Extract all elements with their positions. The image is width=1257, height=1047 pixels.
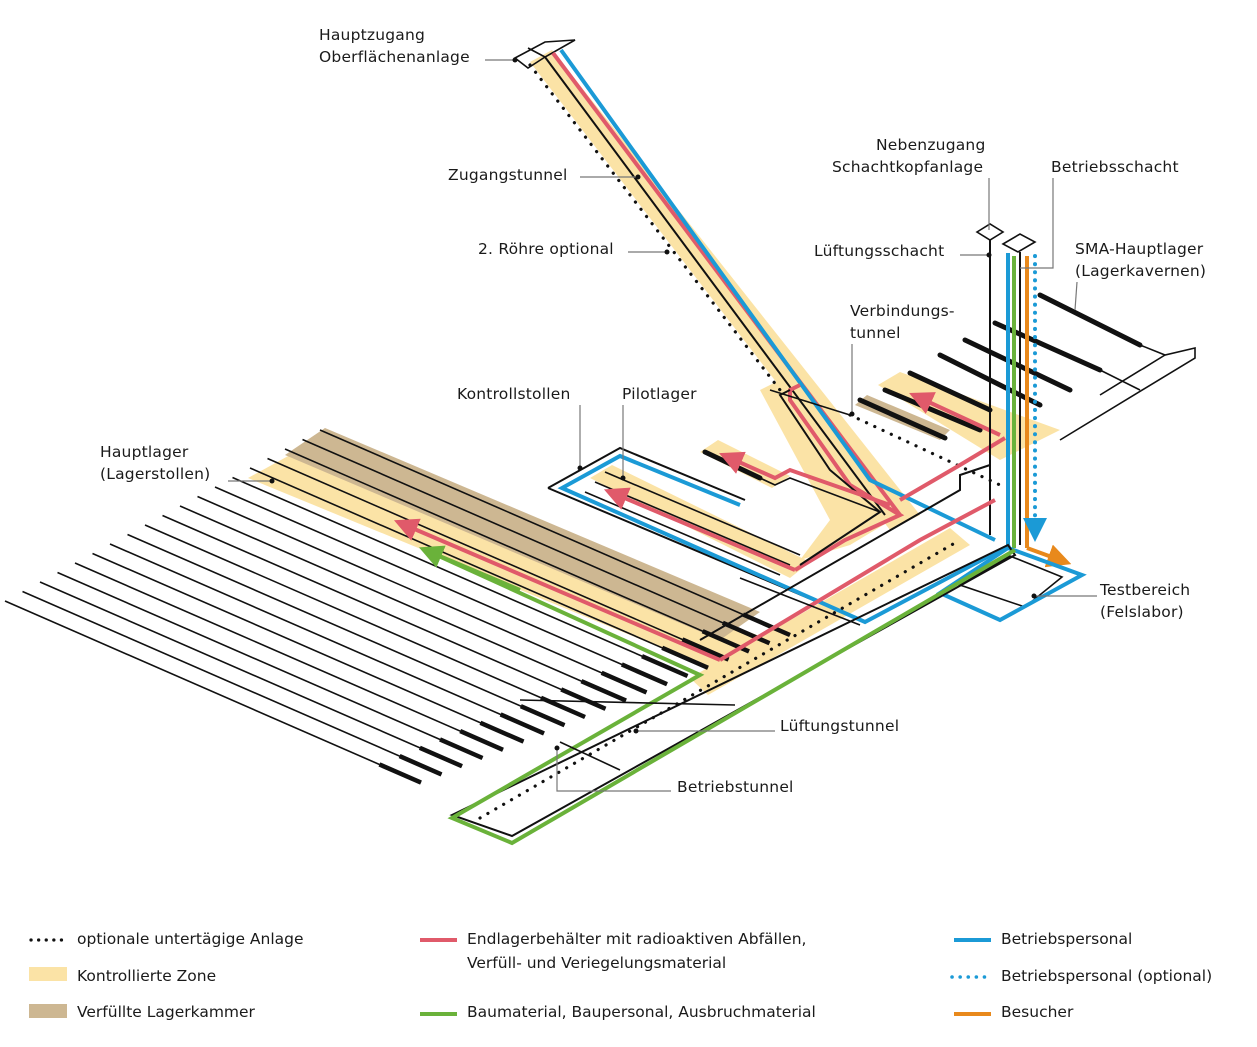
storage-gallery-end — [721, 620, 771, 646]
legend-item-personnel-optional: Betriebspersonal (optional) — [950, 967, 1212, 985]
svg-text:Betriebspersonal: Betriebspersonal — [1001, 930, 1132, 948]
label-hauptlager-1: Hauptlager — [100, 443, 189, 461]
label-hauptlager-2: (Lagerstollen) — [100, 465, 210, 483]
control-gallery — [547, 446, 746, 501]
svg-text:Betriebspersonal (optional): Betriebspersonal (optional) — [1001, 967, 1212, 985]
label-sma-1: SMA-Hauptlager — [1075, 240, 1204, 258]
tan-swatch-icon — [29, 1004, 67, 1018]
storage-gallery-end — [580, 679, 627, 703]
svg-text:Verfüllte Lagerkammer: Verfüllte Lagerkammer — [77, 1003, 256, 1021]
storage-gallery-end — [378, 762, 422, 785]
storage-gallery-line — [319, 429, 791, 636]
storage-gallery-line — [22, 590, 442, 776]
legend-item-controlled-zone: Kontrollierte Zone — [29, 967, 216, 985]
storage-gallery-line — [179, 505, 627, 702]
storage-gallery-line — [4, 600, 422, 784]
zone-connection-band — [690, 528, 970, 695]
label-betriebsschacht: Betriebsschacht — [1051, 158, 1179, 176]
storage-gallery-end — [519, 704, 566, 728]
legend-item-personnel: Betriebspersonal — [954, 930, 1132, 948]
svg-text:Endlagerbehälter mit radioakti: Endlagerbehälter mit radioaktiven Abfäll… — [467, 930, 806, 948]
storage-gallery-end — [600, 670, 648, 695]
label-kontrollstollen: Kontrollstollen — [457, 385, 571, 403]
storage-gallery-end — [398, 754, 443, 777]
legend-item-filled-chamber: Verfüllte Lagerkammer — [29, 1003, 256, 1021]
legend: optionale untertägige Anlage Kontrollier… — [29, 930, 1212, 1021]
construction-route — [429, 548, 1017, 846]
storage-gallery-end — [560, 687, 607, 711]
label-lueftungstunnel: Lüftungstunnel — [780, 717, 899, 735]
storage-gallery-line — [57, 571, 483, 759]
storage-gallery-end — [742, 612, 791, 638]
label-verbindung-2: tunnel — [850, 324, 901, 342]
label-hauptzugang-2: Oberflächenanlage — [319, 48, 470, 66]
storage-gallery-end — [479, 720, 525, 744]
svg-text:Baumaterial, Baupersonal, Ausb: Baumaterial, Baupersonal, Ausbruchmateri… — [467, 1003, 816, 1021]
legend-item-waste: Endlagerbehälter mit radioaktiven Abfäll… — [420, 930, 806, 972]
label-roehre: 2. Röhre optional — [478, 240, 614, 258]
legend-item-visitors: Besucher — [954, 1003, 1074, 1021]
connection-tunnel-optional — [848, 413, 1002, 487]
storage-gallery-line — [284, 448, 750, 653]
storage-gallery-line — [232, 476, 688, 677]
second-tube-optional — [528, 63, 782, 392]
surface-facility-box — [513, 39, 576, 69]
storage-gallery-line — [39, 581, 463, 767]
personnel-route-control — [557, 453, 1011, 625]
legend-item-construction: Baumaterial, Baupersonal, Ausbruchmateri… — [420, 1003, 816, 1021]
storage-gallery-end — [499, 712, 545, 736]
storage-gallery-line — [302, 438, 770, 644]
main-repository-tunnels — [4, 429, 791, 785]
operation-tunnel-outline — [449, 543, 1017, 838]
storage-gallery-line — [249, 467, 709, 669]
storage-gallery-end — [681, 637, 730, 662]
legend-item-optional: optionale untertägige Anlage — [29, 930, 304, 948]
storage-gallery-line — [162, 514, 606, 710]
storage-gallery-end — [641, 654, 689, 679]
label-zugangstunnel: Zugangstunnel — [448, 166, 568, 184]
access-tunnel-line — [544, 56, 886, 516]
storage-gallery-line — [92, 552, 524, 743]
svg-text:Verfüll- und Veriegelungsmater: Verfüll- und Veriegelungsmaterial — [467, 954, 726, 972]
svg-text:Kontrollierte Zone: Kontrollierte Zone — [77, 967, 216, 985]
svg-text:Besucher: Besucher — [1001, 1003, 1074, 1021]
label-betriebstunnel: Betriebstunnel — [677, 778, 794, 796]
storage-gallery-end — [459, 729, 504, 752]
personnel-route-access — [559, 48, 996, 542]
label-hauptzugang-1: Hauptzugang — [319, 26, 425, 44]
label-verbindung-1: Verbindungs- — [850, 302, 955, 320]
label-testbereich-1: Testbereich — [1099, 581, 1190, 599]
label-lueftungsschacht: Lüftungsschacht — [814, 242, 944, 260]
storage-gallery-end — [661, 645, 709, 670]
storage-gallery-line — [214, 486, 668, 685]
operation-shaft-head — [1001, 233, 1037, 253]
label-nebenzugang-1: Nebenzugang — [876, 136, 986, 154]
test-area — [935, 545, 1087, 623]
ventilation-shaft-head — [975, 223, 1005, 241]
label-testbereich-2: (Felslabor) — [1100, 603, 1184, 621]
storage-gallery-line — [144, 524, 586, 718]
storage-gallery-line — [197, 495, 647, 694]
storage-gallery-end — [439, 737, 484, 761]
storage-gallery-line — [109, 543, 545, 735]
storage-gallery-end — [620, 662, 668, 687]
yellow-swatch-icon — [29, 967, 67, 981]
storage-gallery-line — [267, 457, 729, 661]
svg-text:optionale untertägige Anlage: optionale untertägige Anlage — [77, 930, 304, 948]
label-nebenzugang-2: Schachtkopfanlage — [832, 158, 983, 176]
storage-gallery-line — [127, 533, 565, 726]
label-sma-2: (Lagerkavernen) — [1075, 262, 1206, 280]
label-pilotlager: Pilotlager — [622, 385, 697, 403]
operation-tunnels — [393, 464, 1017, 846]
ventilation-tunnel-optional — [478, 538, 962, 820]
labels: Hauptzugang Oberflächenanlage Zugangstun… — [100, 26, 1206, 796]
shafts — [975, 223, 1072, 568]
storage-gallery-end — [418, 745, 463, 769]
storage-gallery-line — [74, 562, 504, 751]
